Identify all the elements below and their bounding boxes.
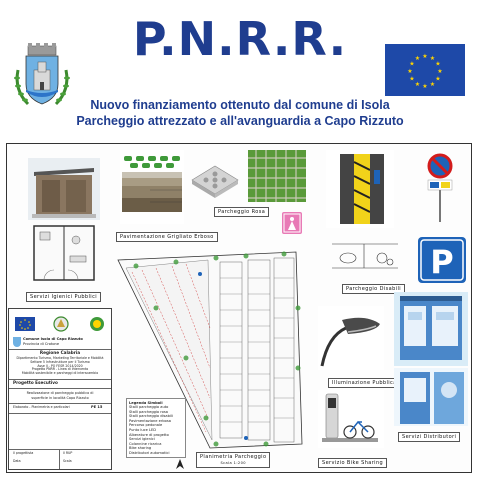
footer-row: Scala xyxy=(63,459,72,463)
oggetto-line: superficie in località Capo Rizzuto xyxy=(31,395,89,400)
title-block-provincia: Provincia di Crotone xyxy=(23,342,60,346)
parking-sign-icon: P xyxy=(418,237,466,283)
title-block-logos xyxy=(13,315,109,335)
dipartimento-line: Asse II - PO FESR 2014/2020 xyxy=(37,363,83,368)
legend-item: Pavimentazione erbosa xyxy=(129,418,171,423)
north-arrow-icon xyxy=(176,456,184,469)
dipartimento-line: Settore 5 Infrastrutture per il Turismo xyxy=(30,359,90,364)
svg-text:★: ★ xyxy=(409,61,414,68)
svg-text:★: ★ xyxy=(430,81,435,88)
title-block-regione: Regione Calabria xyxy=(39,350,81,355)
svg-text:★: ★ xyxy=(435,76,440,83)
plan-legend: Legenda Simboli Stalli parcheggio auto S… xyxy=(126,398,186,458)
caption-distributori: Servizi Distributori xyxy=(398,432,461,442)
footer-row: Il RUP xyxy=(63,451,73,455)
pink-parking-sign-icon xyxy=(282,212,302,234)
title-block-comune: Comune Isola di Capo Rizzuto xyxy=(23,337,83,341)
eu-flag-icon: ★ ★ ★ ★ ★ ★ ★ ★ ★ ★ ★ ★ xyxy=(385,44,465,96)
comune-crest-icon xyxy=(12,40,72,112)
footer-row: Data xyxy=(13,459,21,463)
title-block-crest-icon xyxy=(13,337,21,347)
subtitle-line-2: Parcheggio attrezzato e all'avanguardia … xyxy=(76,114,404,128)
caption-parcheggio-disabili: Parcheggio Disabili xyxy=(342,284,406,294)
caption-pavimentazione: Pavimentazione Grigliato Erboso xyxy=(116,232,218,242)
legend-item: Distributori automatici xyxy=(129,450,170,455)
svg-text:★: ★ xyxy=(422,83,427,90)
parking-letter: P xyxy=(430,243,453,281)
vending-machine-image xyxy=(394,368,468,426)
svg-text:★: ★ xyxy=(435,61,440,68)
caption-planimetria: Planimetria Parcheggio Scala 1:200 xyxy=(196,452,271,468)
led-street-light-image xyxy=(318,306,384,370)
disabled-parking-stall-image xyxy=(326,150,394,228)
subtitle: Nuovo finanziamento ottenuto dal comune … xyxy=(60,97,420,129)
legend-item: Servizi igienici xyxy=(129,437,155,442)
svg-text:★: ★ xyxy=(409,76,414,83)
svg-text:★: ★ xyxy=(437,68,442,75)
legend-item: Stalli parcheggio rosa xyxy=(129,409,168,414)
dipartimento-line: Progetto PNRR - Linea di Intervento xyxy=(31,367,89,372)
subtitle-line-1: Nuovo finanziamento ottenuto dal comune … xyxy=(90,98,390,112)
no-parking-sign-icon xyxy=(424,152,456,222)
legend-item: Colonnine ricarica xyxy=(129,441,162,446)
caption-servizi-igienici: Servizi Igienici Pubblici xyxy=(26,292,102,302)
vending-kiosk-image xyxy=(394,292,468,366)
grass-paving-section xyxy=(120,150,184,224)
grass-paver-block-image xyxy=(188,160,242,200)
project-title-block: Comune Isola di Capo Rizzuto Provincia d… xyxy=(8,308,112,470)
svg-text:★: ★ xyxy=(422,53,427,60)
title-block-elaborato: Elaborato - Planimetria e particolari xyxy=(13,405,70,409)
bike-sharing-station-image xyxy=(318,390,384,448)
oggetto-line: Realizzazione di parcheggio pubblico di xyxy=(26,391,94,395)
svg-text:★: ★ xyxy=(415,55,420,62)
svg-text:★: ★ xyxy=(415,81,420,88)
legend-item: Stalli parcheggio disabili xyxy=(129,414,173,419)
title-block-tavola: PE 15 xyxy=(91,405,103,409)
legend-item: Alberature di progetto xyxy=(129,432,169,437)
planimetria-scale: Scala 1:200 xyxy=(220,461,246,465)
caption-bike-sharing: Servizio Bike Sharing xyxy=(318,458,388,468)
grass-paving-photo xyxy=(248,150,306,202)
toilet-plan-drawing xyxy=(28,222,100,284)
legend-title: Legenda Simboli xyxy=(129,401,163,405)
footer-row: Il progettista xyxy=(13,451,34,455)
site-plan-drawing xyxy=(116,248,312,452)
disabled-parking-layout-drawing xyxy=(328,236,402,280)
legend-item: Punto luce LED xyxy=(129,427,157,432)
legend-item: Bike sharing xyxy=(129,446,152,451)
dipartimento-line: Mobilità sostenibile e parcheggi di inte… xyxy=(21,371,99,376)
caption-parcheggio-rosa: Parcheggio Rosa xyxy=(214,207,270,217)
title-block-progetto: Progetto Esecutivo xyxy=(13,380,58,385)
legend-item: Stalli parcheggio auto xyxy=(129,405,169,409)
svg-text:★: ★ xyxy=(407,68,412,75)
toilet-cabin-image xyxy=(28,158,100,220)
svg-text:★: ★ xyxy=(430,55,435,62)
legend-item: Percorso pedonale xyxy=(129,423,163,428)
planimetria-title: Planimetria Parcheggio xyxy=(200,454,267,460)
page-title: P.N.R.R. xyxy=(132,12,348,66)
dipartimento-line: Dipartimento Turismo, Marketing Territor… xyxy=(16,356,104,360)
